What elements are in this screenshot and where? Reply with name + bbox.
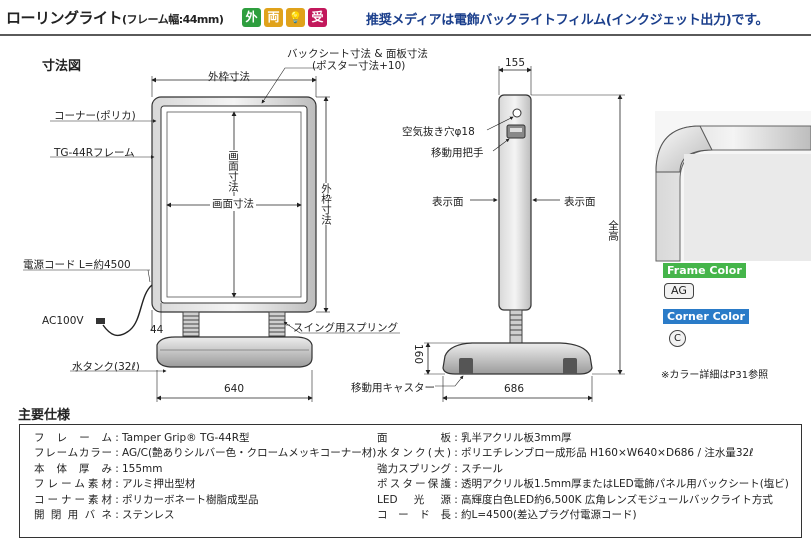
depth-155: 155 — [505, 57, 526, 69]
outer-width-label: 外枠寸法 — [208, 71, 250, 83]
spec-colon: : — [115, 508, 119, 521]
spec-value: 乳半アクリル板3mm厚 — [461, 432, 572, 444]
display-face-left: 表示面 — [432, 196, 464, 208]
page-title: ローリングライト(フレーム幅:44mm) — [6, 7, 224, 28]
height-160: 160 — [412, 344, 424, 365]
spec-key: フレーム — [34, 432, 112, 444]
frame-width-44: 44 — [150, 324, 164, 336]
air-hole-label: 空気抜き穴φ18 — [402, 126, 475, 138]
depth-686: 686 — [504, 383, 525, 395]
title-sub: (フレーム幅:44mm) — [122, 13, 224, 26]
spec-value: AG/C(艶ありシルバー色・クロームメッキコーナー材) — [122, 447, 377, 460]
frame-color-value: AG — [664, 283, 694, 299]
spec-value: ステンレス — [122, 508, 175, 521]
caster-label: 移動用キャスター — [351, 382, 435, 394]
specs-right-column: 面板:乳半アクリル板3mm厚水タンク(大):ポリエチレンブロー成形品 H160×… — [377, 431, 789, 523]
spec-colon: : — [115, 493, 119, 506]
spec-value: ポリカーボネート樹脂成型品 — [122, 493, 259, 506]
dimension-heading: 寸法図 — [42, 59, 82, 74]
front-view — [23, 67, 400, 402]
spec-row: コード長:約L=4500(差込プラグ付電源コード) — [377, 508, 789, 523]
spec-row: ポスター保護:透明アクリル板1.5mm厚またはLED電飾パネル用バックシート(塩… — [377, 477, 789, 492]
recommended-media-note: 推奨メディアは電飾バックライトフィルム(インクジェット出力)です。 — [366, 13, 769, 28]
corner-color-value: C — [669, 330, 686, 347]
title-main: ローリングライト — [6, 9, 123, 27]
outdoor-badge: 外 — [242, 8, 261, 27]
spec-row: 面板:乳半アクリル板3mm厚 — [377, 431, 789, 446]
spec-value: 透明アクリル板1.5mm厚またはLED電飾パネル用バックシート(塩ビ) — [461, 478, 789, 491]
specs-heading: 主要仕様 — [18, 408, 71, 423]
spec-key: コード長 — [377, 508, 451, 521]
width-640: 640 — [224, 383, 245, 395]
backsheet-label: バックシート寸法 & 面板寸法 — [287, 48, 428, 60]
spec-row: フレーム素材:アルミ押出型材 — [34, 477, 376, 492]
spec-row: LED光源:高輝度白色LED約6,500K 広角レンズモジュールバックライト方式 — [377, 493, 789, 508]
spec-key: 開閉用バネ — [34, 508, 112, 521]
spec-colon: : — [115, 462, 119, 475]
total-height-label: 全高 — [607, 220, 619, 241]
spec-value: ポリエチレンブロー成形品 H160×W640×D686 / 注水量32ℓ — [461, 447, 754, 460]
spec-colon: : — [454, 432, 458, 444]
spec-key: 面板 — [377, 432, 451, 444]
side-view — [424, 66, 625, 402]
spec-colon: : — [115, 432, 119, 444]
screen-height-label: 画面寸法 — [226, 150, 241, 192]
spec-row: コーナー素材:ポリカーボネート樹脂成型品 — [34, 493, 376, 508]
spec-colon: : — [454, 493, 458, 506]
order-badge: 受 — [308, 8, 327, 27]
spec-colon: : — [454, 447, 458, 460]
color-note: ※カラー詳細はP31参照 — [661, 370, 769, 381]
spec-colon: : — [454, 462, 458, 475]
spec-row: 本体厚み:155mm — [34, 462, 376, 477]
spec-key: 強力スプリング — [377, 462, 451, 475]
spec-key: 本体厚み — [34, 462, 112, 475]
power-cord-label: 電源コード L=約4500 — [23, 259, 131, 271]
spec-value: 高輝度白色LED約6,500K 広角レンズモジュールバックライト方式 — [461, 493, 773, 506]
corner-detail-image — [655, 111, 811, 262]
spec-value: スチール — [461, 462, 503, 475]
double-sided-badge: 両 — [264, 8, 283, 27]
outer-height-label: 外枠寸法 — [319, 183, 334, 225]
spec-colon: : — [454, 508, 458, 521]
spec-key: LED光源 — [377, 493, 451, 506]
display-face-right: 表示面 — [564, 196, 596, 208]
dimension-drawing — [23, 66, 811, 402]
handle-label: 移動用把手 — [431, 147, 484, 159]
spec-row: 水タンク(大):ポリエチレンブロー成形品 H160×W640×D686 / 注水… — [377, 446, 789, 461]
specs-left-column: フレーム:Tamper Grip® TG-44R型フレームカラー:AG/C(艶あ… — [34, 431, 376, 523]
tank-label: 水タンク(32ℓ) — [72, 361, 140, 373]
spec-colon: : — [115, 478, 119, 491]
spec-value: 155mm — [122, 462, 163, 475]
spec-value: アルミ押出型材 — [122, 478, 196, 491]
screen-width-label: 画面寸法 — [210, 196, 256, 211]
spec-row: 開閉用バネ:ステンレス — [34, 508, 376, 523]
spec-key: コーナー素材 — [34, 493, 112, 506]
light-bulb-icon: 💡 — [286, 8, 305, 27]
poster-label: (ポスター寸法+10) — [312, 60, 406, 72]
spec-value: 約L=4500(差込プラグ付電源コード) — [461, 508, 637, 521]
spec-key: ポスター保護 — [377, 478, 451, 491]
specs-table: フレーム:Tamper Grip® TG-44R型フレームカラー:AG/C(艶あ… — [19, 424, 802, 538]
spec-value: Tamper Grip® TG-44R型 — [122, 432, 250, 444]
frame-label: TG-44Rフレーム — [54, 147, 135, 159]
spec-key: フレーム素材 — [34, 478, 112, 491]
header-divider — [0, 34, 811, 36]
spec-row: フレームカラー:AG/C(艶ありシルバー色・クロームメッキコーナー材) — [34, 446, 376, 461]
spec-colon: : — [454, 478, 458, 491]
corner-label: コーナー(ポリカ) — [54, 110, 136, 122]
spec-key: フレームカラー — [34, 447, 112, 460]
spec-row: 強力スプリング:スチール — [377, 462, 789, 477]
corner-color-label: Corner Color — [663, 309, 749, 324]
spec-colon: : — [115, 447, 119, 460]
spec-key: 水タンク(大) — [377, 447, 451, 460]
spec-row: フレーム:Tamper Grip® TG-44R型 — [34, 431, 376, 446]
ac-label: AC100V — [42, 315, 84, 327]
spring-label: スイング用スプリング — [293, 322, 398, 334]
frame-color-label: Frame Color — [663, 263, 746, 278]
